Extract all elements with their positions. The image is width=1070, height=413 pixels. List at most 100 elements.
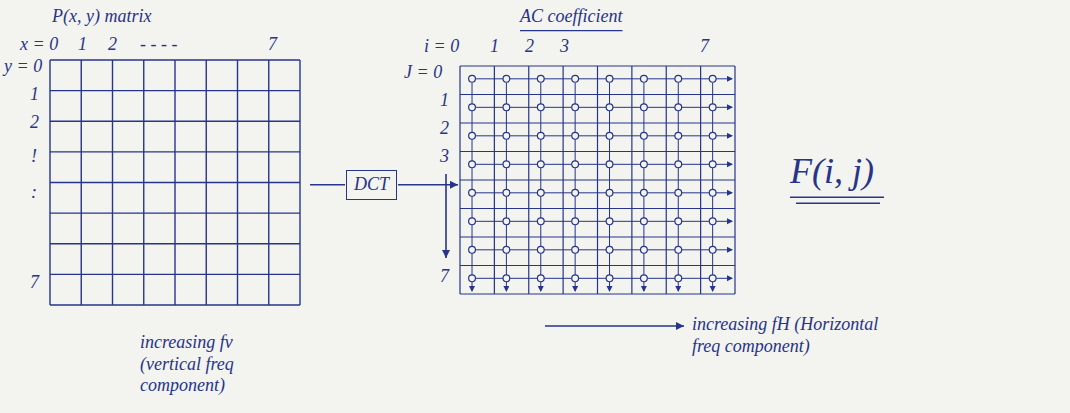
coefficient-dot: [641, 189, 648, 196]
coefficient-dot: [503, 218, 510, 225]
axis-number: 7: [700, 36, 709, 58]
scan-arrow: [472, 83, 473, 291]
coefficient-dot: [606, 189, 613, 196]
coefficient-dot: [572, 104, 579, 111]
coefficient-dot: [572, 132, 579, 139]
coefficient-dot: [503, 104, 510, 111]
coefficient-dot: [469, 75, 476, 82]
coefficient-dot: [572, 161, 579, 168]
coefficient-dot: [469, 189, 476, 196]
scan-arrow: [506, 83, 507, 291]
coefficient-dot: [503, 246, 510, 253]
coefficient-dot: [537, 132, 544, 139]
coefficient-dot: [606, 104, 613, 111]
coefficient-dot: [537, 218, 544, 225]
grid-title: AC coefficient: [520, 6, 622, 28]
coefficient-dot: [641, 275, 648, 282]
axis-number: 7: [440, 266, 449, 288]
axis-number: 1: [78, 34, 87, 56]
coefficient-dot: [709, 246, 716, 253]
grid-line: [268, 60, 269, 305]
axis-label: J = 0: [404, 62, 442, 84]
coefficient-dot: [606, 246, 613, 253]
underline: [520, 30, 622, 31]
coefficient-dot: [641, 104, 648, 111]
transform-arrow: [310, 184, 345, 186]
scan-arrow: [476, 192, 732, 193]
scan-arrow: [476, 107, 732, 108]
scan-arrow: [476, 164, 732, 165]
coefficient-dot: [572, 246, 579, 253]
scan-arrow: [476, 249, 732, 250]
coefficient-dot: [537, 246, 544, 253]
coefficient-dot: [469, 104, 476, 111]
grid-line: [50, 274, 300, 275]
coefficient-dot: [537, 75, 544, 82]
coefficient-dot: [675, 161, 682, 168]
coefficient-dot: [675, 275, 682, 282]
scan-arrow: [540, 83, 541, 291]
coefficient-dot: [572, 75, 579, 82]
axis-number: 7: [268, 34, 277, 56]
coefficient-dot: [572, 189, 579, 196]
coefficient-dot: [469, 275, 476, 282]
coefficient-dot: [606, 75, 613, 82]
function-label: F(i, j): [790, 150, 874, 193]
coefficient-dot: [709, 161, 716, 168]
axis-ellipsis: - - - -: [140, 34, 177, 56]
grid-line: [460, 179, 735, 180]
axis-number: 1: [30, 84, 39, 106]
coefficient-dot: [469, 218, 476, 225]
axis-number: 1: [440, 90, 449, 112]
scan-arrow: [476, 221, 732, 222]
coefficient-dot: [606, 218, 613, 225]
coefficient-dot: [606, 275, 613, 282]
direction-arrow: [445, 174, 447, 258]
coefficient-dot: [606, 161, 613, 168]
scan-arrow: [476, 135, 732, 136]
scan-arrow: [609, 83, 610, 291]
scan-arrow: [643, 83, 644, 291]
axis-label: x = 0: [20, 34, 58, 56]
coefficient-dot: [537, 275, 544, 282]
axis-note: increasing fv (vertical freq component): [140, 332, 290, 397]
grid-line: [460, 236, 735, 237]
coefficient-dot: [537, 161, 544, 168]
axis-number: 1: [490, 36, 499, 58]
coefficient-dot: [537, 104, 544, 111]
axis-ellipsis: !: [31, 146, 37, 168]
grid-line: [50, 212, 300, 213]
grid-line: [631, 66, 632, 294]
axis-number: 3: [440, 146, 449, 168]
grid-title: P(x, y) matrix: [52, 6, 151, 28]
coefficient-dot: [606, 132, 613, 139]
axis-ellipsis: :: [31, 182, 37, 204]
coefficient-dot: [709, 189, 716, 196]
scan-arrow: [476, 278, 732, 279]
axis-label: y = 0: [4, 56, 42, 78]
coefficient-dot: [675, 132, 682, 139]
coefficient-dot: [469, 132, 476, 139]
axis-number: 2: [525, 36, 534, 58]
coefficient-dot: [675, 104, 682, 111]
axis-label: i = 0: [424, 36, 459, 58]
axis-number: 2: [30, 112, 39, 134]
coefficient-dot: [675, 75, 682, 82]
coefficient-dot: [503, 161, 510, 168]
grid-line: [50, 182, 300, 183]
coefficient-dot: [503, 75, 510, 82]
coefficient-dot: [675, 246, 682, 253]
underline: [796, 202, 880, 203]
coefficient-dot: [537, 189, 544, 196]
coefficient-dot: [641, 246, 648, 253]
grid-line: [460, 265, 735, 266]
coefficient-dot: [641, 218, 648, 225]
scan-arrow: [712, 83, 713, 291]
coefficient-dot: [709, 104, 716, 111]
scan-arrow: [678, 83, 679, 291]
axis-number: 2: [108, 34, 117, 56]
coefficient-dot: [709, 75, 716, 82]
coefficient-dot: [675, 218, 682, 225]
grid-line: [460, 208, 735, 209]
